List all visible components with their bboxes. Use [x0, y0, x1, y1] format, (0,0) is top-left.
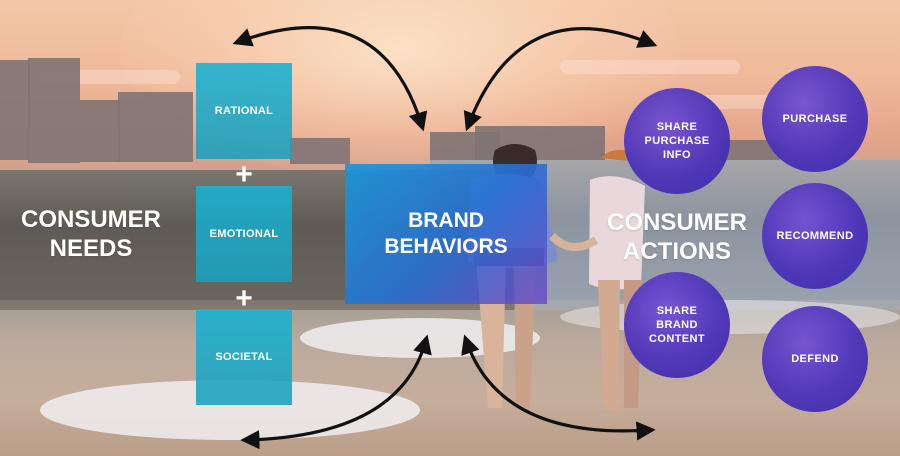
need-emotional-box: EMOTIONAL [196, 186, 292, 282]
consumer-needs-label: CONSUMER NEEDS [20, 206, 161, 262]
action-recommend-circle: RECOMMEND [762, 183, 868, 289]
building [118, 92, 193, 162]
action-purchase-label: PURCHASE [782, 113, 848, 125]
action-purchase-circle: PURCHASE [762, 66, 868, 172]
action-share-purchase-info-circle: SHARE PURCHASE INFO [624, 88, 730, 194]
action-share-brand-content-circle: SHARE BRAND CONTENT [624, 272, 730, 378]
building [80, 100, 120, 162]
building [290, 138, 350, 164]
action-share-purchase-info-label: SHARE PURCHASE INFO [644, 121, 710, 161]
building [720, 140, 780, 162]
building [28, 58, 80, 163]
cloud [560, 60, 740, 74]
need-emotional-label: EMOTIONAL [209, 228, 279, 240]
brand-behaviors-box: BRAND BEHAVIORS [345, 164, 547, 304]
action-share-brand-content-label: SHARE BRAND CONTENT [649, 305, 705, 345]
need-rational-label: RATIONAL [214, 105, 274, 117]
brand-behaviors-label: BRAND BEHAVIORS [384, 209, 508, 258]
need-rational-box: RATIONAL [196, 63, 292, 159]
building [0, 60, 30, 160]
plus-sign: + [235, 158, 253, 191]
action-recommend-label: RECOMMEND [776, 230, 854, 242]
consumer-actions-label: CONSUMER ACTIONS [606, 209, 747, 265]
need-societal-label: SOCIETAL [215, 351, 273, 363]
action-defend-label: DEFEND [791, 353, 839, 365]
plus-sign: + [235, 282, 253, 315]
need-societal-box: SOCIETAL [196, 309, 292, 405]
action-defend-circle: DEFEND [762, 306, 868, 412]
